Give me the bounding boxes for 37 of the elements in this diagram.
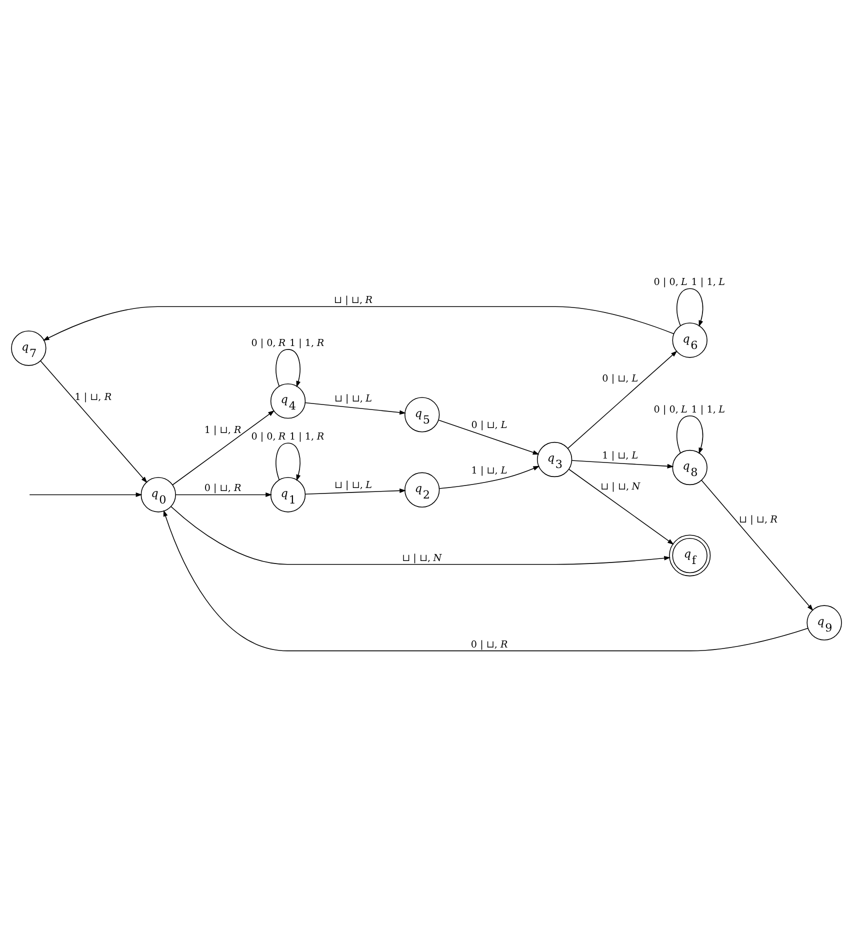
edge-label: 0 | ⊔, R bbox=[470, 638, 508, 650]
edge-label: ⊔ | ⊔, R bbox=[334, 294, 372, 306]
edge-label: 0 | 0, R 1 | 1, R bbox=[251, 431, 324, 442]
arrow bbox=[29, 492, 142, 496]
arrow bbox=[304, 488, 406, 494]
edge-label: 0 | 0, L 1 | 1, L bbox=[654, 276, 726, 288]
arrow bbox=[676, 414, 704, 454]
edge-label: ⊔ | ⊔, N bbox=[600, 481, 640, 492]
edge-label: 0 | ⊔, R bbox=[204, 482, 242, 494]
edge-label: ⊔ | ⊔, L bbox=[334, 393, 372, 404]
arrow bbox=[175, 492, 272, 496]
edge-label: 1 | ⊔, L bbox=[602, 450, 638, 461]
arrow bbox=[439, 465, 540, 488]
arrow bbox=[172, 410, 275, 485]
edge-label: 0 | 0, L 1 | 1, L bbox=[654, 404, 726, 415]
edge-label: 1 | ⊔, R bbox=[74, 391, 112, 402]
arrow bbox=[304, 402, 406, 414]
edge-label: 0 | ⊔, L bbox=[471, 419, 508, 430]
arrow bbox=[676, 288, 704, 326]
arrow bbox=[438, 419, 540, 454]
arrow bbox=[170, 506, 671, 564]
edge-label: 0 | ⊔, L bbox=[602, 373, 638, 384]
edge-label: ⊔ | ⊔, L bbox=[334, 479, 372, 490]
arrow bbox=[42, 306, 674, 340]
edge-label: ⊔ | ⊔, N bbox=[402, 552, 442, 564]
arrow bbox=[163, 509, 808, 651]
edge-label: ⊔ | ⊔, R bbox=[739, 514, 778, 525]
arrow bbox=[568, 468, 674, 544]
arrow bbox=[568, 350, 678, 448]
edge-label: 0 | 0, R 1 | 1, R bbox=[251, 337, 324, 348]
arrow bbox=[276, 442, 301, 481]
edge-label: 1 | ⊔, L bbox=[471, 465, 508, 476]
arrow bbox=[571, 460, 674, 468]
arrow bbox=[701, 479, 814, 610]
arrow bbox=[276, 348, 301, 387]
edge-label: 1 | ⊔, R bbox=[204, 424, 242, 436]
arrow bbox=[40, 360, 148, 483]
